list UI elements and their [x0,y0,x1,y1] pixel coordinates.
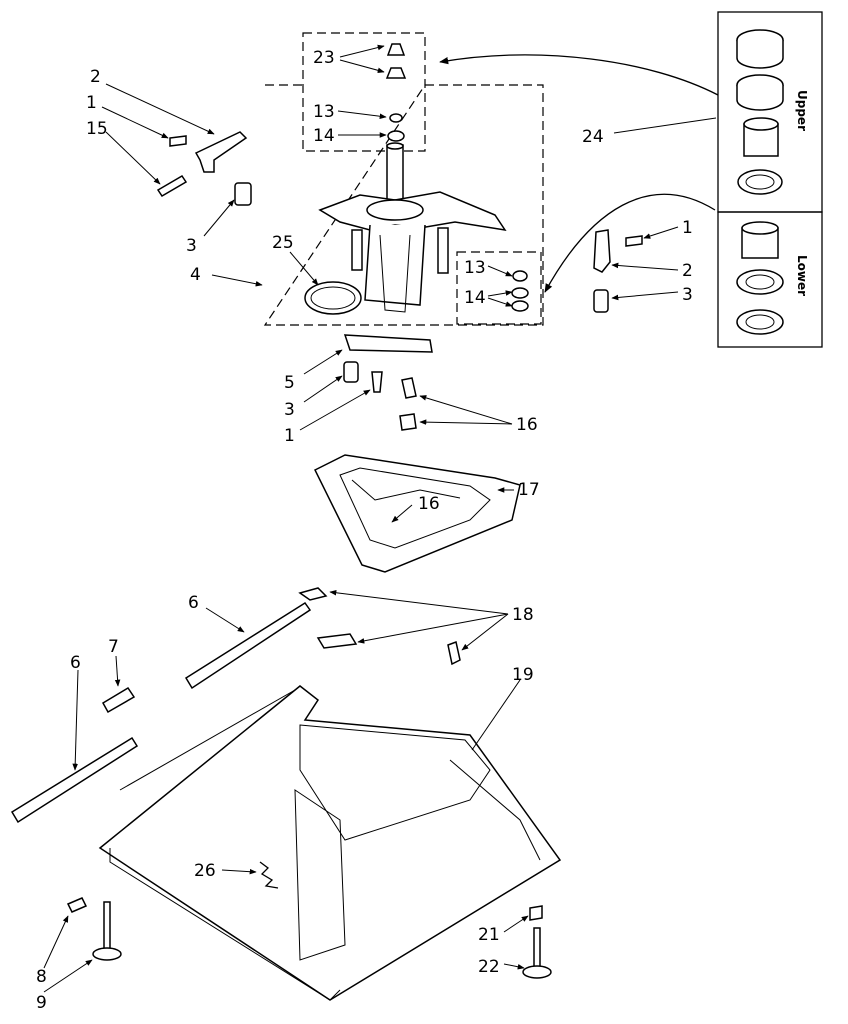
spring-7 [101,686,136,714]
callout-17: 17 [518,480,540,500]
callout-15: 15 [86,119,108,139]
callout-1-center: 1 [284,426,295,446]
upper-seal-box [302,32,426,152]
callout-16-center: 16 [418,494,440,514]
lower-side-label: Lower [795,255,809,296]
upper-seal-set [736,29,784,195]
callout-14-lower: 14 [464,288,486,308]
rail-6-upper [184,601,312,690]
callout-16-top: 16 [516,415,538,435]
leader-lines [43,44,717,993]
right-bracket-parts [593,229,643,313]
upper-side-label: Upper [795,90,809,131]
lower-seal-set [736,221,784,335]
upper-arrow [439,54,719,96]
callout-24: 24 [582,127,604,147]
callout-21: 21 [478,925,500,945]
transmission-assembly [318,142,507,313]
callout-4: 4 [190,265,201,285]
callout-3-center: 3 [284,400,295,420]
leveling-leg-right [522,905,552,979]
lower-arrow [544,193,716,293]
bearing-parts-upper [385,43,407,142]
callout-23: 23 [313,48,335,68]
callout-14-upper: 14 [313,126,335,146]
callout-2-left: 2 [90,67,101,87]
callout-8: 8 [36,967,47,987]
callout-26: 26 [194,861,216,881]
callout-2-right: 2 [682,261,693,281]
callout-13-lower: 13 [464,258,486,278]
callout-labels: 23 13 14 2 1 15 3 4 25 13 14 24 1 2 3 5 … [36,48,693,1013]
spring-26 [259,861,279,889]
transmission-box [263,84,544,326]
callout-3-left: 3 [186,236,197,256]
leveling-leg-left [66,897,122,961]
callout-13-upper: 13 [313,102,335,122]
callout-1-left: 1 [86,93,97,113]
callout-1-right: 1 [682,218,693,238]
frame-17 [313,454,521,573]
isolators-18 [298,587,461,666]
seal-kit-panel: Upper Lower [717,11,823,348]
callout-5: 5 [284,373,295,393]
rail-6-lower [10,736,139,824]
bearing-parts-lower [511,270,529,312]
callout-22: 22 [478,957,500,977]
callout-19: 19 [512,665,534,685]
ring-25 [304,281,362,315]
lower-bracket-parts [343,334,433,393]
left-bracket-parts [156,131,252,206]
callout-7: 7 [108,637,119,657]
callout-9: 9 [36,993,47,1013]
callout-25: 25 [272,233,294,253]
callout-6-lower: 6 [70,653,81,673]
base-19 [98,685,562,1001]
callout-3-right: 3 [682,285,693,305]
callout-18: 18 [512,605,534,625]
callout-6-upper: 6 [188,593,199,613]
